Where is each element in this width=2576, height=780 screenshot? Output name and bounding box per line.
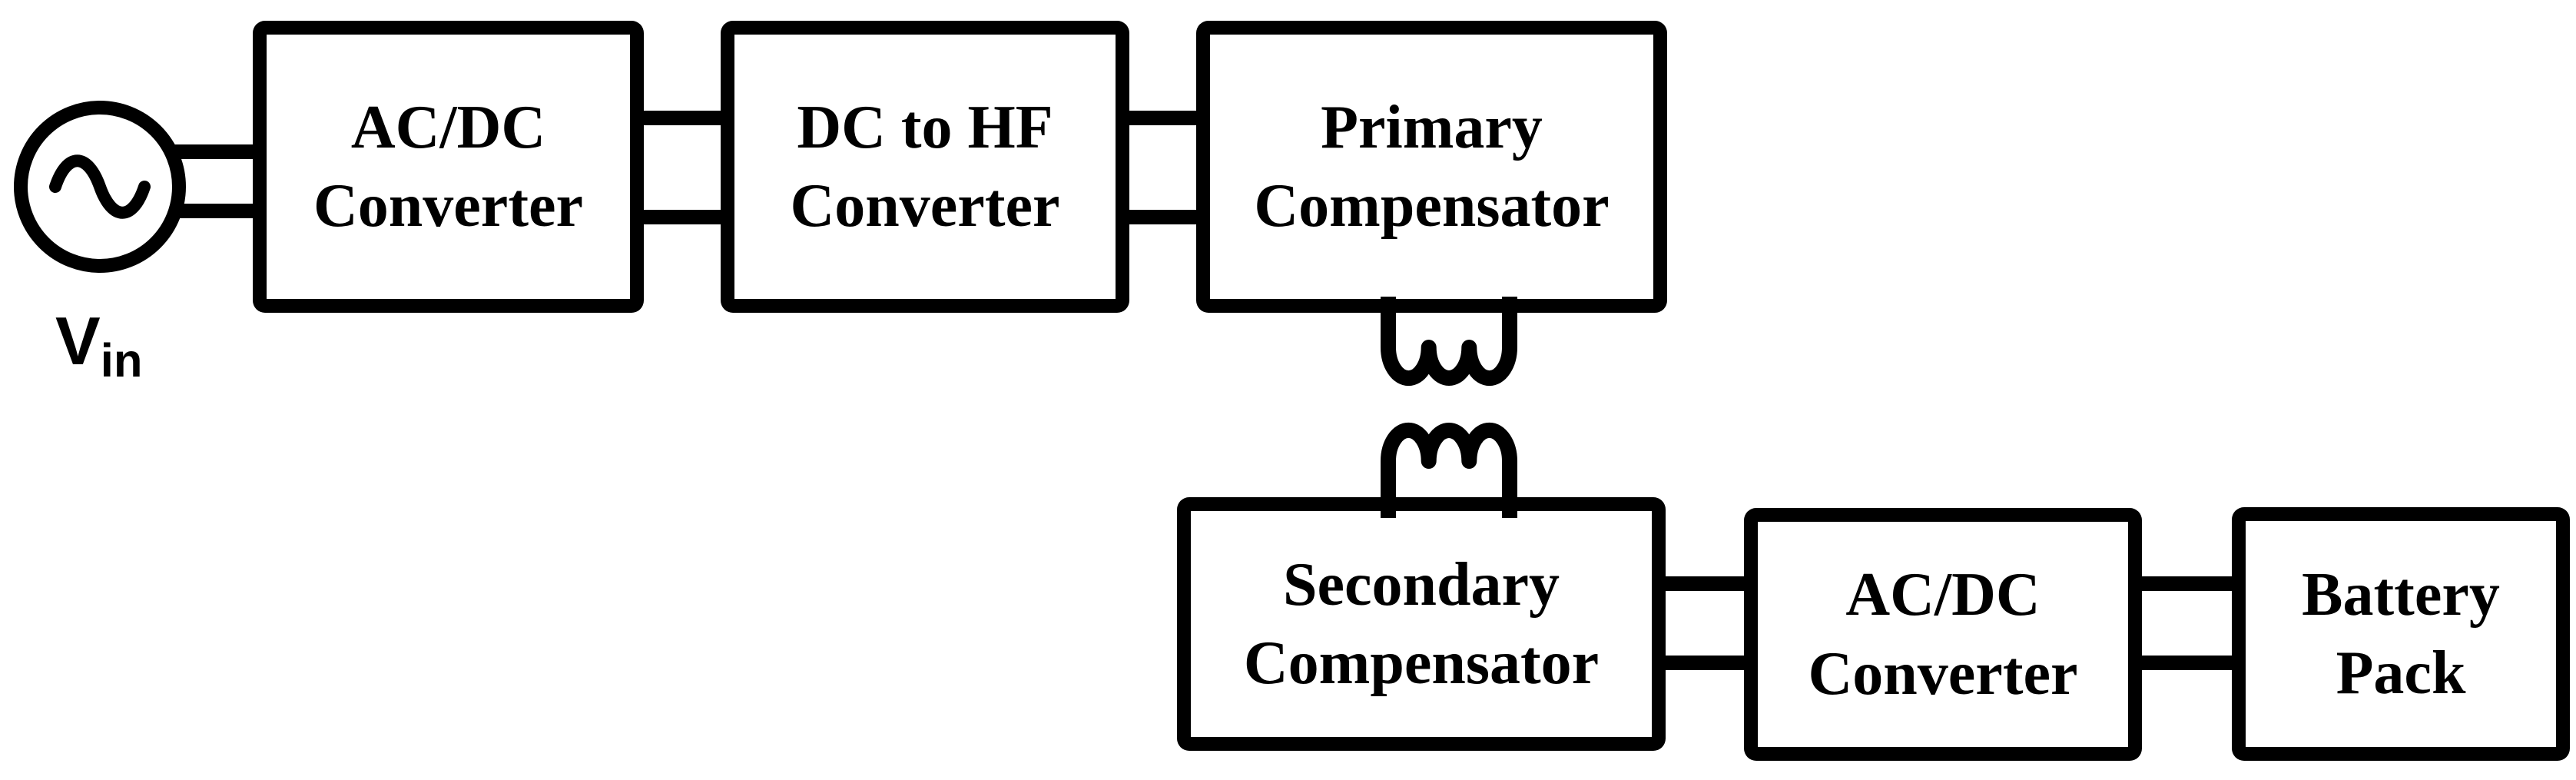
- source-circle-icon: [14, 101, 186, 273]
- vin-label: Vin: [55, 307, 142, 385]
- inductor-coil-primary-icon: [1381, 297, 1517, 387]
- wire-secondary-to-acdc-bottom: [1644, 656, 1756, 670]
- wire-secondary-to-acdc-top: [1644, 576, 1756, 591]
- primary-coil-path: [1381, 297, 1517, 387]
- block-label-line: DC to HF: [797, 93, 1053, 161]
- block-label-line: AC/DC: [350, 93, 546, 161]
- vin-label-subscript: in: [100, 334, 143, 388]
- block-label-line: Compensator: [1254, 172, 1610, 240]
- wire-source-to-acdc-top: [174, 144, 266, 159]
- wire-dchf-to-primary-bottom: [1120, 210, 1206, 224]
- sine-wave-icon: [49, 154, 151, 219]
- wire-dchf-to-primary-top: [1120, 111, 1206, 125]
- block-label-line: Secondary: [1283, 550, 1560, 619]
- wire-acdc-to-dchf-bottom: [636, 210, 730, 224]
- block-battery-pack: Battery Pack: [2232, 507, 2570, 761]
- secondary-coil-path: [1381, 422, 1517, 518]
- wire-source-to-acdc-bottom: [174, 204, 266, 218]
- block-label-line: Compensator: [1243, 629, 1600, 697]
- block-label-line: Battery: [2302, 560, 2500, 629]
- inductor-coil-secondary-icon: [1381, 422, 1517, 518]
- wire-acdc-to-dchf-top: [636, 111, 730, 125]
- block-label-line: Pack: [2336, 639, 2466, 707]
- block-label-line: Converter: [1808, 639, 2078, 708]
- wire-acdc-to-battery-bottom: [2133, 656, 2242, 670]
- block-label-line: AC/DC: [1845, 561, 2041, 629]
- wire-acdc-to-battery-top: [2133, 576, 2242, 591]
- vin-label-symbol: V: [55, 303, 101, 379]
- block-label-line: Primary: [1321, 93, 1543, 161]
- block-ac-dc-converter-input: AC/DC Converter: [253, 21, 644, 313]
- block-primary-compensator: Primary Compensator: [1196, 21, 1667, 313]
- block-dc-to-hf-converter: DC to HF Converter: [721, 21, 1129, 313]
- block-label-line: Converter: [313, 172, 583, 240]
- block-secondary-compensator: Secondary Compensator: [1177, 497, 1666, 751]
- ac-source-icon: [14, 101, 186, 273]
- block-label-line: Converter: [790, 172, 1060, 240]
- block-ac-dc-converter-output: AC/DC Converter: [1744, 508, 2142, 761]
